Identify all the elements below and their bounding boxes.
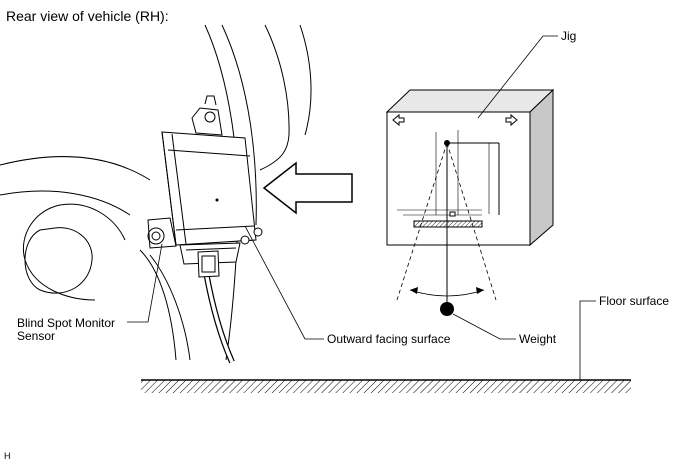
blind-spot-monitor-sensor-label-line2: Sensor [17, 329, 56, 343]
blind-spot-monitor-sensor [147, 95, 263, 278]
blind-spot-monitor-sensor-label: Blind Spot Monitor Sensor [17, 317, 137, 343]
weight-ball [440, 302, 454, 316]
plumb-assembly [396, 142, 497, 303]
blind-spot-monitor-sensor-label-line1: Blind Spot Monitor [17, 316, 116, 330]
floor [141, 379, 631, 393]
leader-lines [127, 35, 596, 380]
weight-label: Weight [519, 332, 557, 346]
diagram-title: Rear view of vehicle (RH): [6, 8, 169, 24]
sensor-cable [203, 271, 235, 364]
vehicle-body-outline [0, 24, 312, 361]
outward-facing-surface-label: Outward facing surface [327, 332, 451, 346]
direction-arrow [262, 161, 353, 215]
jig-label: Jig [561, 29, 577, 43]
figure-code: H [4, 451, 11, 461]
jig-box [385, 88, 555, 247]
floor-surface-label: Floor surface [599, 294, 670, 308]
